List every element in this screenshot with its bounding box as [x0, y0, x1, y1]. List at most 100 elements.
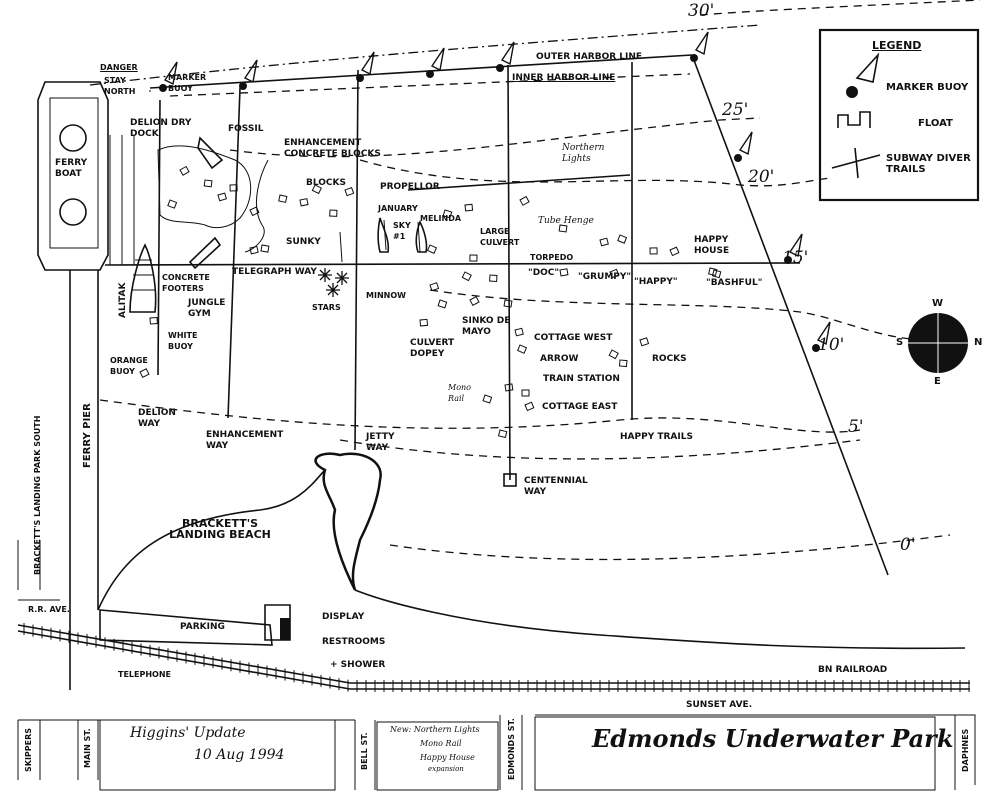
- dive-object: [521, 389, 530, 397]
- delion-dry-dock-label: DELION DRY DOCK: [130, 118, 192, 139]
- legend-float: FLOAT: [918, 118, 953, 129]
- dive-object: [609, 268, 620, 279]
- bell-st-label: BELL ST.: [360, 732, 369, 770]
- dive-object: [503, 299, 513, 308]
- dive-object: [437, 299, 448, 309]
- dive-object: [711, 269, 722, 279]
- dive-object: [599, 237, 609, 247]
- edmonds-st-label: EDMONDS ST.: [507, 718, 516, 780]
- concrete-footers-boat: [188, 236, 222, 270]
- subway-diver-trails: [104, 62, 801, 481]
- marker-buoy-ball: [496, 64, 504, 72]
- rr-ave-label: R.R. AVE.: [28, 605, 70, 614]
- star-sculpture: [318, 268, 332, 282]
- map-title: Edmonds Underwater Park: [592, 724, 954, 753]
- dive-object: [311, 184, 322, 195]
- orange-buoy-label: ORANGE BUOY: [110, 356, 148, 376]
- enhancement-blocks-label: ENHANCEMENT CONCRETE BLOCKS: [284, 138, 381, 159]
- display-label: DISPLAY: [322, 612, 365, 622]
- propellor-label: PROPELLOR: [380, 182, 440, 192]
- update-note-line1: Higgins' Update: [130, 725, 246, 741]
- legend-title: LEGEND: [872, 39, 922, 52]
- marker-buoy-ball: [239, 82, 247, 90]
- dive-object: [469, 296, 480, 306]
- rock-jetty: [314, 452, 382, 591]
- marker-buoy: [694, 31, 709, 56]
- legend-trails: SUBWAY DIVER TRAILS: [886, 153, 971, 175]
- inner-harbor-label: INNER HARBOR LINE: [512, 73, 616, 83]
- danger-label: DANGER: [100, 63, 138, 72]
- enhancement-way-label: ENHANCEMENT WAY: [206, 430, 284, 451]
- dive-object: [329, 209, 338, 217]
- dive-object: [203, 179, 213, 188]
- railroad-ties: [23, 623, 970, 692]
- marker-buoy: [163, 61, 178, 86]
- marker-buoy: [788, 233, 803, 258]
- dive-object: [524, 401, 535, 412]
- delion-way-label: DELION WAY: [138, 408, 176, 429]
- dive-object: [179, 165, 190, 176]
- park-boundary: [149, 54, 889, 576]
- dive-object: [461, 271, 472, 282]
- dive-object: [514, 327, 524, 337]
- dive-object: [167, 199, 178, 209]
- dive-object: [497, 429, 508, 439]
- new-note-line2: Mono Rail: [420, 739, 462, 748]
- marker-buoy-ball: [426, 70, 434, 78]
- depth-30: 30': [688, 1, 715, 21]
- new-note-line1: New: Northern Lights: [390, 725, 480, 734]
- dive-object: [469, 254, 478, 262]
- mono-rail-label: Mono Rail: [448, 383, 471, 403]
- shoreline: [97, 469, 966, 650]
- dive-object: [489, 274, 498, 283]
- depth-5: 5': [848, 417, 864, 437]
- dive-object: [482, 394, 493, 404]
- jungle-gym-label: JUNGLE GYM: [188, 298, 226, 319]
- dive-object: [558, 224, 568, 233]
- jetty-way-label: JETTY WAY: [366, 432, 395, 453]
- new-note-line3: Happy House: [420, 753, 475, 762]
- inner-harbor-line: [169, 73, 691, 97]
- dive-object: [426, 244, 438, 254]
- dive-object: [229, 184, 238, 192]
- large-culvert-label: LARGE CULVERT: [480, 227, 520, 247]
- depth-10: 10': [818, 335, 845, 355]
- compass-rose: [908, 313, 968, 373]
- ferry-pier-label: FERRY PIER: [82, 403, 93, 468]
- arrow-label: ARROW: [540, 354, 579, 364]
- tube-henge-label: Tube Henge: [538, 216, 594, 226]
- depth-15: 15': [782, 248, 809, 268]
- centennial-way-label: CENTENNIAL WAY: [524, 476, 588, 497]
- marker-buoy: [243, 59, 258, 84]
- sky-label: SKY #1: [393, 221, 411, 241]
- dive-object: [149, 316, 158, 325]
- dive-object: [217, 192, 228, 202]
- alitak-label: ALITAK: [118, 282, 128, 318]
- happy-trails-label: HAPPY TRAILS: [620, 432, 693, 442]
- centennial-float: [503, 473, 517, 487]
- alitak-hull: [129, 243, 157, 313]
- northern-lights-label: Northern Lights: [562, 143, 605, 164]
- new-note-line4: expansion: [428, 765, 464, 773]
- dive-object: [139, 368, 150, 379]
- compass-n: N: [974, 337, 983, 348]
- dive-object: [442, 209, 453, 219]
- bn-railroad-label: BN RAILROAD: [818, 665, 888, 675]
- ferry-boat-label: FERRY BOAT: [55, 158, 88, 179]
- concrete-footers-label: CONCRETE FOOTERS: [162, 273, 210, 293]
- dive-object: [649, 247, 658, 255]
- dive-object: [559, 268, 569, 277]
- cottage-west-label: COTTAGE WEST: [534, 333, 613, 343]
- blocks-label: BLOCKS: [306, 178, 346, 188]
- daphnes-label: DAPHNES: [961, 728, 970, 772]
- marker-buoy: [500, 41, 515, 66]
- dive-object: [249, 206, 260, 217]
- white-buoy-label: WHITE BUOY: [168, 331, 198, 351]
- parking-label: PARKING: [180, 622, 225, 632]
- dive-object: [708, 267, 718, 277]
- january-label: JANUARY: [378, 204, 418, 213]
- marker-buoy-ball: [690, 54, 698, 62]
- street-grid: [17, 540, 976, 791]
- telephone-label: TELEPHONE: [118, 670, 172, 679]
